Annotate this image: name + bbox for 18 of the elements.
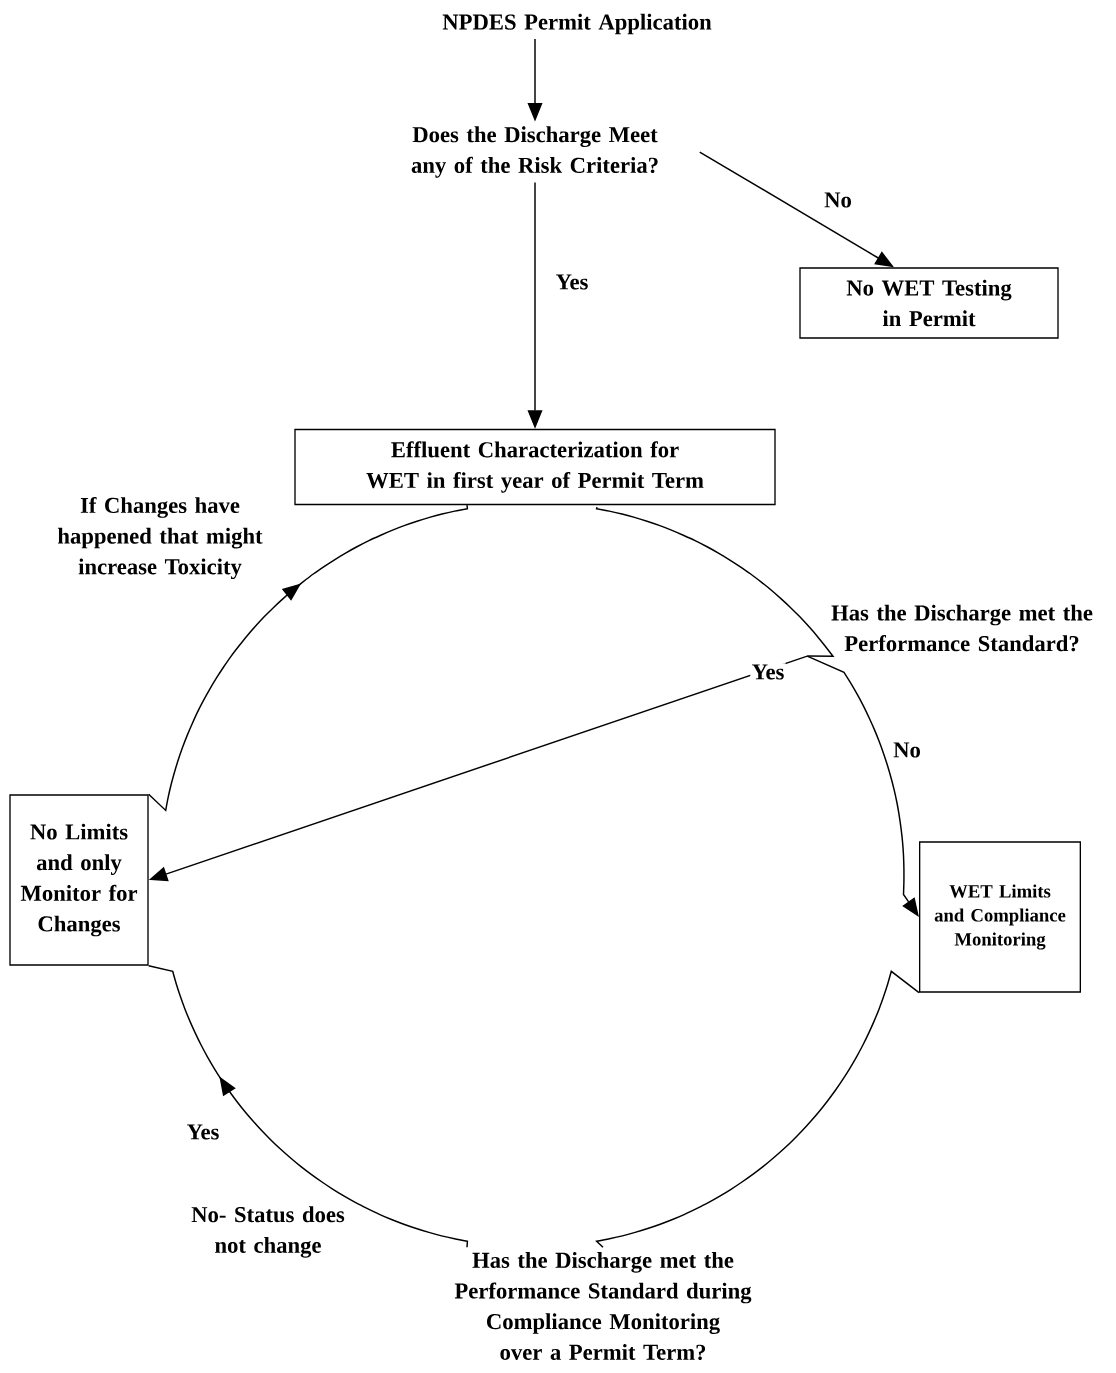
- arrow: [147, 964, 469, 1248]
- question-text: Does the Discharge Meet any of the Risk Criteria?: [411, 126, 658, 178]
- question-text: Has the Discharge met the Performance Standard during Compliance Monitoring over a Permit Term?: [454, 1252, 752, 1360]
- edge-label: Yes: [750, 663, 786, 681]
- process-box: Effluent Characterization for WET in first year of Permit Term: [294, 428, 776, 506]
- arrow: [806, 655, 919, 917]
- question-text: NPDES Permit Application: [442, 13, 712, 35]
- edge-label: If Changes have happened that might increase Toxicity: [33, 495, 287, 581]
- edge-label: No: [891, 741, 923, 759]
- note-text: No- Status does not change: [191, 1206, 345, 1258]
- question-text: Has the Discharge met the Performance Standard?: [831, 604, 1093, 652]
- process-box: No WET Testing in Permit: [799, 267, 1059, 339]
- process-box: No Limits and only Monitor for Changes: [9, 794, 149, 966]
- arrow: [147, 504, 469, 812]
- process-box: WET Limits and Compliance Monitoring: [919, 841, 1081, 993]
- edge-label: No: [822, 191, 854, 209]
- edge-label: Yes: [554, 273, 590, 291]
- edge-label: Yes: [185, 1123, 221, 1141]
